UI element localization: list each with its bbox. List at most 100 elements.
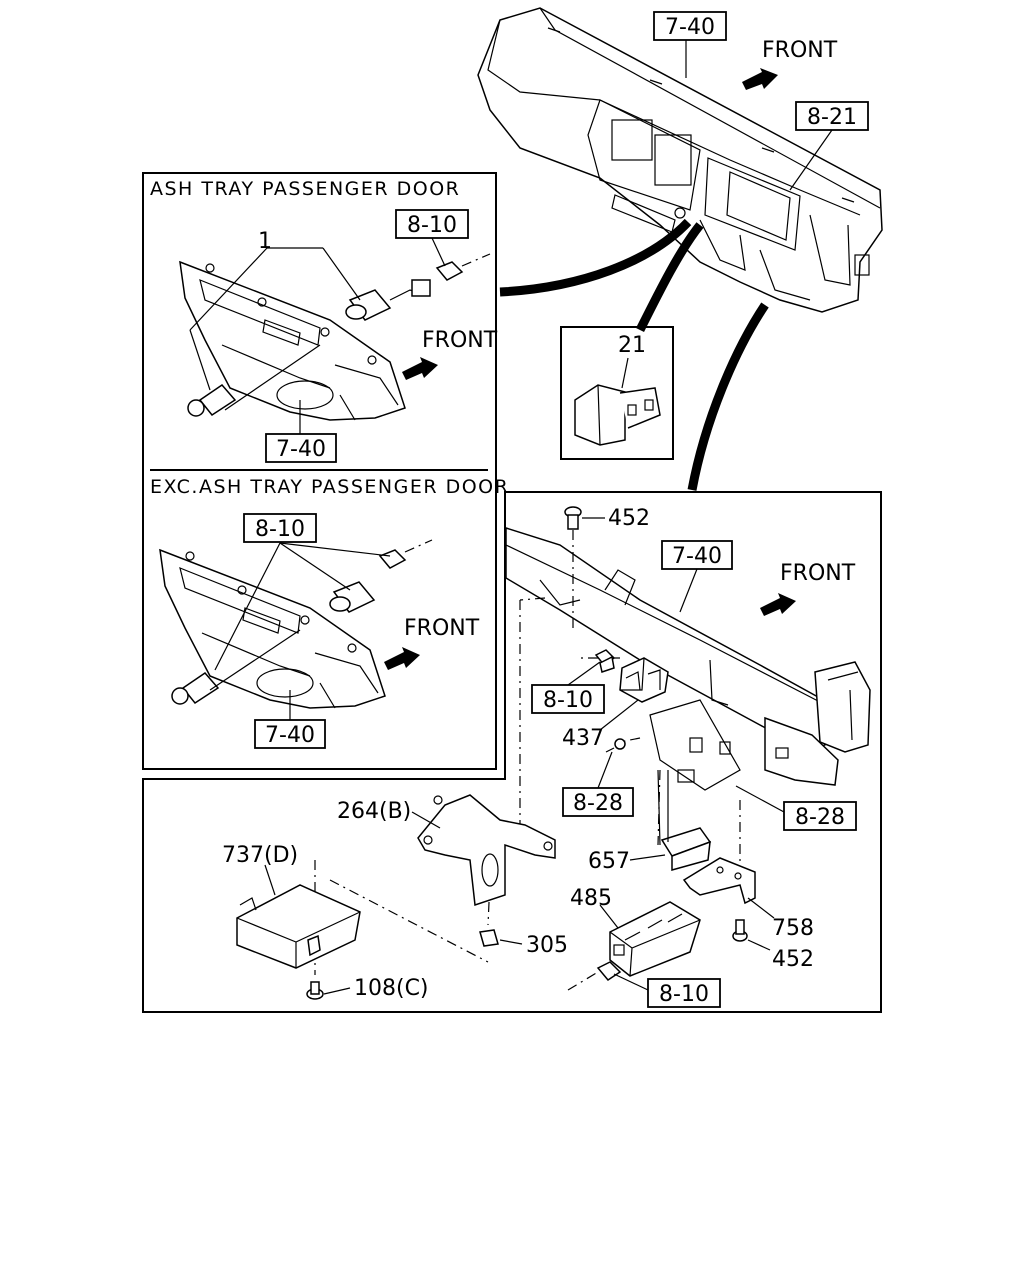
centerline	[567, 971, 599, 991]
module-737-icon	[236, 884, 361, 969]
front-arrow-icon	[384, 647, 420, 670]
exc-ash-tray-title: EXC.ASH TRAY PASSENGER DOOR	[150, 476, 509, 498]
link-curve-switch	[635, 222, 704, 333]
lower-parts-frame	[142, 491, 882, 1013]
leader-low-8-28-a	[597, 751, 613, 789]
ref-low-8-10-a: 8-10	[543, 688, 593, 713]
connector-icon	[596, 961, 622, 981]
leader-exc-8-10	[279, 542, 391, 557]
leader-437	[599, 699, 639, 731]
part-758-label: 758	[772, 916, 814, 941]
bolt-108-icon	[306, 981, 324, 1000]
ref-low-8-10-b: 8-10	[659, 982, 709, 1007]
part-21-label: 21	[618, 333, 646, 358]
leader-452-bottom	[747, 939, 771, 951]
leader-108	[323, 987, 351, 995]
leader-dash-8-21	[789, 129, 833, 191]
switch-21-icon	[574, 384, 661, 446]
lighter-knob-icon	[187, 384, 237, 417]
part-452-bottom-label: 452	[772, 947, 814, 972]
part-452-top-label: 452	[608, 506, 650, 531]
bracket-264-icon	[417, 794, 556, 907]
leader-exc-8-10	[214, 542, 281, 671]
leader-758	[747, 897, 775, 919]
leader-305	[499, 939, 523, 945]
leader-657	[629, 854, 666, 861]
leader-exc-8-10	[279, 542, 351, 591]
part-1-label: 1	[258, 229, 272, 254]
bolt-452-bottom-icon	[732, 919, 748, 942]
link-curve-ash	[499, 218, 692, 297]
plug-connector-icon	[378, 539, 433, 569]
ref-exc-8-10: 8-10	[255, 517, 305, 542]
front-label-beam: FRONT	[780, 561, 856, 586]
front-label-ash: FRONT	[422, 328, 498, 353]
ref-dash-7-40: 7-40	[665, 15, 715, 40]
ref-box-beam-7-40	[661, 540, 733, 570]
leader-1	[224, 344, 321, 411]
ref-box-low-8-10-b	[647, 978, 721, 1008]
ref-low-8-28-b: 8-28	[795, 805, 845, 830]
leader-1	[189, 247, 268, 331]
ref-low-8-28-a: 8-28	[573, 791, 623, 816]
ref-ash-8-10: 8-10	[407, 213, 457, 238]
front-arrow-icon	[742, 68, 778, 90]
leader-beam-7-40	[679, 568, 698, 613]
leader-exc-8-10	[209, 629, 301, 691]
clip-305-icon	[479, 929, 499, 947]
knob-icon	[171, 672, 220, 705]
relay-437-icon	[619, 657, 669, 703]
front-arrow-icon	[760, 593, 796, 616]
lighter-socket-icon	[345, 279, 431, 321]
ref-box-dash-8-21	[795, 101, 869, 131]
ref-box-low-8-10-a	[531, 684, 605, 714]
plug-connector-icon	[435, 253, 491, 281]
ref-box-ash-7-40	[265, 433, 337, 463]
ref-ash-7-40: 7-40	[276, 437, 326, 462]
ref-box-low-8-28-b	[783, 801, 857, 831]
leader-ash-8-10	[431, 237, 446, 267]
ref-exc-7-40: 7-40	[265, 723, 315, 748]
front-label-exc: FRONT	[404, 616, 480, 641]
leader-1	[189, 329, 211, 391]
connector-icon	[594, 649, 616, 673]
front-arrow-icon	[402, 357, 438, 380]
ref-box-low-8-28-a	[562, 787, 634, 817]
ref-beam-7-40: 7-40	[672, 544, 722, 569]
bracket-758-icon	[682, 857, 756, 905]
centerline	[519, 597, 546, 601]
part-108-label: 108(C)	[354, 976, 429, 1001]
front-label-top: FRONT	[762, 38, 838, 63]
part-485-label: 485	[570, 886, 612, 911]
part-657-icon	[657, 769, 712, 871]
part-264-label: 264(B)	[337, 799, 411, 824]
leader-1	[322, 247, 361, 301]
ash-tray-panel	[142, 172, 497, 770]
lower-dash-panel-ash	[179, 260, 406, 421]
ref-dash-8-21: 8-21	[807, 105, 857, 130]
part-657-label: 657	[588, 849, 630, 874]
ref-box-exc-7-40	[254, 719, 326, 749]
cross-beam-illustration	[505, 526, 871, 791]
ref-box-exc-8-10	[243, 513, 317, 543]
leader-737	[264, 864, 276, 896]
leader-485	[599, 904, 619, 929]
part-305-label: 305	[526, 933, 568, 958]
leader-21	[621, 357, 629, 389]
ash-tray-title: ASH TRAY PASSENGER DOOR	[150, 178, 460, 200]
ref-box-dash-7-40	[653, 11, 727, 41]
module-485-icon	[609, 901, 701, 977]
ref-box-ash-8-10	[395, 209, 469, 239]
centerline	[329, 879, 489, 963]
screw-icon	[605, 738, 626, 753]
part-437-label: 437	[562, 726, 604, 751]
bolt-452-top-icon	[564, 506, 582, 530]
leader-low-8-28-b	[735, 785, 785, 813]
leader-low-8-10-a	[567, 661, 601, 686]
part-737-label: 737(D)	[222, 843, 298, 868]
socket-icon	[329, 581, 376, 613]
switch-21-panel	[560, 326, 674, 460]
leader-264	[411, 811, 441, 829]
